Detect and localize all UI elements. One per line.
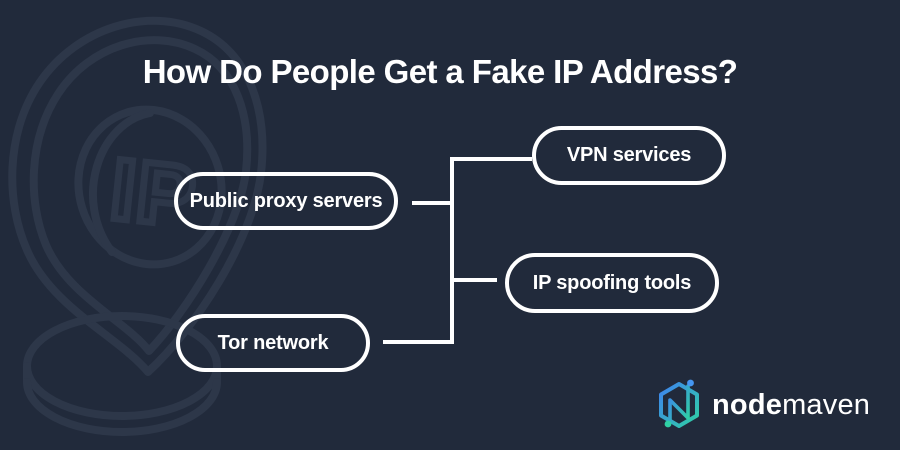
- nodemaven-hexagon-n-icon: [659, 379, 699, 428]
- connector-branch-public-proxy: [412, 201, 452, 205]
- node-tor-network: Tor network: [176, 314, 370, 372]
- connector-branch-vpn: [450, 157, 532, 161]
- nodemaven-wordmark: nodemaven: [712, 376, 870, 434]
- connector-branch-ip-spoofing: [450, 278, 497, 282]
- brand-bold: node: [712, 389, 783, 421]
- node-label: IP spoofing tools: [532, 271, 692, 294]
- connector-vertical-spine: [450, 157, 454, 344]
- node-label: VPN services: [566, 144, 692, 166]
- page-title: How Do People Get a Fake IP Address?: [142, 53, 738, 90]
- node-label: Tor network: [217, 331, 329, 354]
- node-public-proxy-servers: Public proxy servers: [174, 172, 398, 230]
- node-ip-spoofing-tools: IP spoofing tools: [505, 253, 719, 313]
- brand-light: maven: [782, 389, 871, 421]
- node-vpn-services: VPN services: [532, 126, 726, 185]
- node-label: Public proxy servers: [189, 189, 383, 212]
- nodemaven-logo: nodemaven: [655, 376, 870, 434]
- connector-branch-tor: [383, 340, 454, 344]
